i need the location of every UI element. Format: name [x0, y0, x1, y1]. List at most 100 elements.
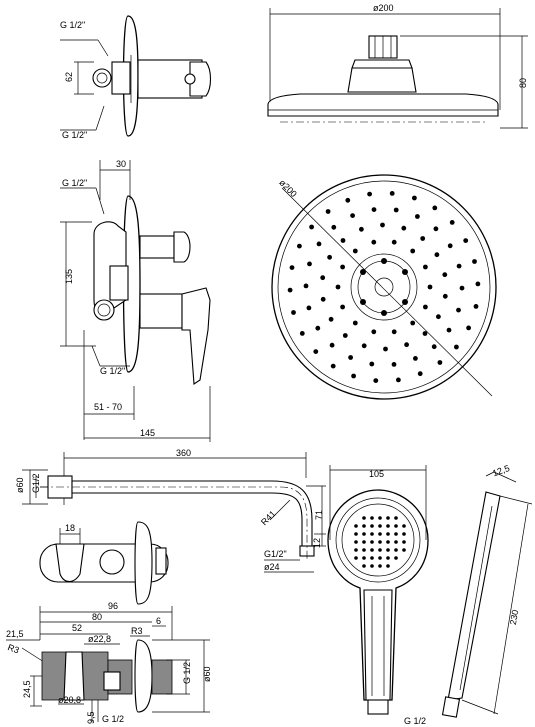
nozzle-dot	[449, 220, 455, 225]
hand-nozzle-dot	[394, 532, 398, 536]
label-r41: R41	[259, 509, 278, 528]
nozzle-dot	[340, 264, 345, 270]
nozzle-dot	[297, 243, 302, 249]
label-g12-arm: G1/2	[31, 473, 41, 493]
hand-nozzle-dot	[370, 516, 374, 520]
label-d20-8: ø20,8	[58, 695, 81, 705]
label-g12-holder-b: G 1/2	[102, 714, 124, 724]
nozzle-dot	[340, 238, 346, 243]
label-d60-holder: ø60	[202, 666, 212, 682]
nozzle-dot	[330, 363, 336, 369]
label-h71: 71	[314, 510, 324, 520]
nozzle-dot	[437, 360, 443, 365]
hand-nozzle-dot	[370, 524, 374, 528]
label-w12-5: 12,5	[491, 463, 511, 478]
nozzle-dot	[466, 325, 471, 331]
label-h12: 12	[312, 538, 322, 548]
hand-shower-front-view: 105	[327, 465, 429, 715]
label-w145: 145	[140, 428, 155, 438]
nozzle-dot	[417, 371, 423, 377]
nozzle-dot	[361, 343, 367, 349]
label-w52: 52	[72, 623, 82, 633]
hand-nozzle-dot	[378, 524, 382, 528]
nozzle-dot	[342, 333, 348, 338]
nozzle-dot	[436, 314, 441, 320]
hand-nozzle-dot	[378, 548, 382, 552]
hand-nozzle-dot	[378, 516, 382, 520]
label-d24: ø24	[264, 562, 280, 572]
nozzle-dot	[415, 214, 420, 219]
nozzle-dot	[335, 284, 341, 290]
nozzle-dot	[306, 305, 312, 311]
mixer-top-view: G 1/2" 62 G 1/2"	[60, 15, 212, 140]
hand-nozzle-dot	[362, 564, 366, 568]
head-shower-face-view: ø200	[271, 174, 497, 400]
nozzle-dot	[329, 342, 335, 348]
nozzle-dot	[352, 320, 358, 326]
label-w21-5: 21,5	[6, 629, 24, 639]
hand-nozzle-dot	[378, 532, 382, 536]
nozzle-dot	[345, 197, 351, 203]
label-w30: 30	[116, 159, 126, 169]
wall-holder-section-view: 96 80 52 ø22,8 R3 6 21,5 R3 G 1/2 ø60 24…	[6, 601, 212, 724]
nozzle-dot	[393, 207, 399, 213]
nozzle-dot	[442, 293, 448, 299]
shower-arm-view: 360 ø60 G1/2 71 12 R41 G1/2" ø24	[15, 448, 326, 573]
nozzle-dot	[473, 304, 479, 309]
nozzle-dot	[433, 226, 439, 232]
nozzle-dot	[475, 281, 481, 287]
hand-nozzle-dot	[394, 516, 398, 520]
nozzle-dot	[359, 226, 364, 232]
label-w96: 96	[108, 601, 118, 611]
hand-nozzle-dot	[386, 516, 390, 520]
hand-nozzle-dot	[370, 556, 374, 560]
nozzle-dot	[313, 349, 319, 354]
nozzle-dot	[351, 373, 356, 379]
hand-nozzle-dot	[402, 532, 406, 536]
label-w51-70: 51 - 70	[94, 402, 122, 412]
nozzle-dot	[371, 239, 377, 245]
nozzle-dot	[391, 329, 397, 335]
hand-nozzle-dot	[362, 532, 366, 536]
wall-holder-front-view: 18	[39, 521, 169, 605]
label-w80: 80	[92, 612, 102, 622]
label-g12-d: G 1/2"	[100, 366, 125, 376]
nozzle-dot	[320, 296, 326, 302]
nozzle-dot	[391, 362, 397, 367]
nozzle-dot	[325, 209, 331, 214]
nozzle-dot	[391, 239, 397, 245]
nozzle-dot	[307, 261, 312, 267]
hand-nozzle-dot	[370, 540, 374, 544]
hand-nozzle-dot	[354, 548, 358, 552]
hand-nozzle-dot	[378, 556, 382, 560]
nozzle-dot	[309, 224, 314, 230]
label-d22-8: ø22,8	[88, 634, 111, 644]
nozzle-dot	[350, 213, 355, 219]
hand-nozzle-dot	[370, 564, 374, 568]
nozzle-dot	[410, 248, 416, 254]
label-h230: 230	[508, 609, 520, 626]
hand-nozzle-dot	[362, 540, 366, 544]
hand-nozzle-dot	[362, 548, 366, 552]
nozzle-dot	[383, 346, 388, 352]
nozzle-dot	[367, 191, 372, 197]
label-w9-5: 9,5	[86, 711, 96, 724]
hand-nozzle-dot	[354, 556, 358, 560]
nozzle-dot	[454, 344, 459, 350]
nozzle-dot	[371, 207, 377, 213]
label-g12-a: G 1/2"	[60, 20, 85, 30]
nozzle-dot	[316, 241, 322, 247]
hand-nozzle-dot	[394, 556, 398, 560]
nozzle-dot	[472, 259, 477, 264]
nozzle-dot	[389, 191, 395, 196]
nozzle-dot	[299, 331, 305, 336]
nozzle-dot	[373, 378, 379, 383]
nozzle-dot	[459, 285, 465, 291]
nozzle-dot	[432, 205, 438, 211]
head-shower-side-view: ø200 80	[267, 3, 528, 129]
nozzle-dot	[420, 236, 426, 241]
hand-nozzle-dot	[362, 524, 366, 528]
hand-nozzle-dot	[386, 556, 390, 560]
nozzle-dot	[380, 222, 385, 228]
